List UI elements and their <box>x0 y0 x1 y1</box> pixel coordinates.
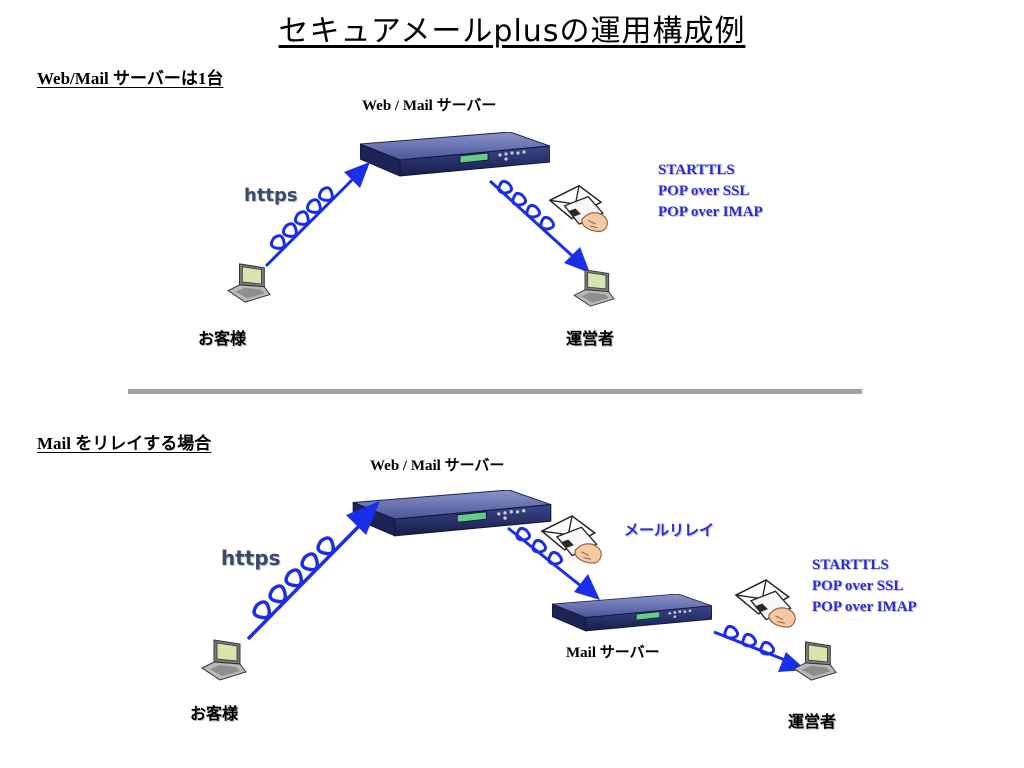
section-1-server-label: Web / Mail サーバー <box>362 98 497 114</box>
section-2-customer-label: お客様 <box>190 704 239 723</box>
section-1-customer-label: お客様 <box>198 329 247 348</box>
section-1-https-label: https <box>244 185 298 206</box>
encrypted-arrow-icon <box>488 179 590 273</box>
section-2-protocol-list: STARTTLS POP over SSL POP over IMAP <box>812 555 917 618</box>
mail-envelope-icon <box>540 514 606 566</box>
protocol-item: POP over SSL <box>658 183 750 199</box>
encrypted-arrow-icon <box>246 501 380 641</box>
server-icon <box>552 594 712 636</box>
protocol-item: STARTTLS <box>658 162 735 178</box>
laptop-icon <box>572 268 618 308</box>
protocol-item: POP over IMAP <box>658 204 763 220</box>
encrypted-arrow-icon <box>507 526 600 600</box>
relay-label: メールリレイ <box>624 521 715 539</box>
section-2-heading: Mail をリレイする場合 <box>37 434 212 453</box>
mail-envelope-icon <box>734 578 800 630</box>
protocol-item: POP over SSL <box>812 578 904 594</box>
section-2-server-label: Web / Mail サーバー <box>370 458 505 474</box>
laptop-icon <box>200 638 250 682</box>
laptop-icon <box>226 262 274 304</box>
section-1-protocol-list: STARTTLS POP over SSL POP over IMAP <box>658 160 763 223</box>
laptop-icon <box>792 640 840 682</box>
mail-server-label: Mail サーバー <box>566 645 660 661</box>
section-2-operator-label: 運営者 <box>788 712 837 731</box>
section-1-operator-label: 運営者 <box>566 329 615 348</box>
page-title: セキュアメールplusの運用構成例 <box>278 14 746 49</box>
mail-envelope-icon <box>548 183 612 235</box>
section-1-heading: Web/Mail サーバーは1台 <box>37 69 224 88</box>
encrypted-arrow-icon <box>264 162 370 268</box>
protocol-item: POP over IMAP <box>812 599 917 615</box>
protocol-item: STARTTLS <box>812 557 889 573</box>
section-2-https-label: https <box>221 546 281 570</box>
section-divider <box>128 389 862 394</box>
